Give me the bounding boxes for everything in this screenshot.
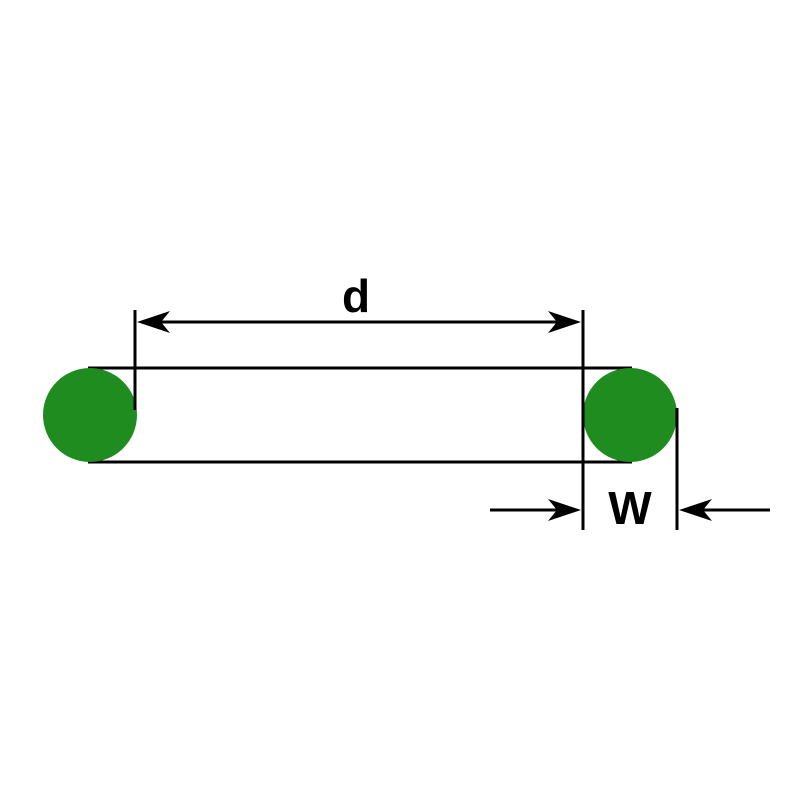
w-arrowhead-left-icon bbox=[548, 499, 581, 521]
cross-section-width-label: W bbox=[608, 482, 652, 534]
oring-cross-section-right bbox=[583, 368, 677, 462]
inner-diameter-label: d bbox=[342, 270, 370, 322]
oring-cross-section-left bbox=[43, 368, 137, 462]
d-arrowhead-left-icon bbox=[137, 311, 170, 333]
w-arrowhead-right-icon bbox=[679, 499, 712, 521]
d-arrowhead-right-icon bbox=[548, 311, 581, 333]
